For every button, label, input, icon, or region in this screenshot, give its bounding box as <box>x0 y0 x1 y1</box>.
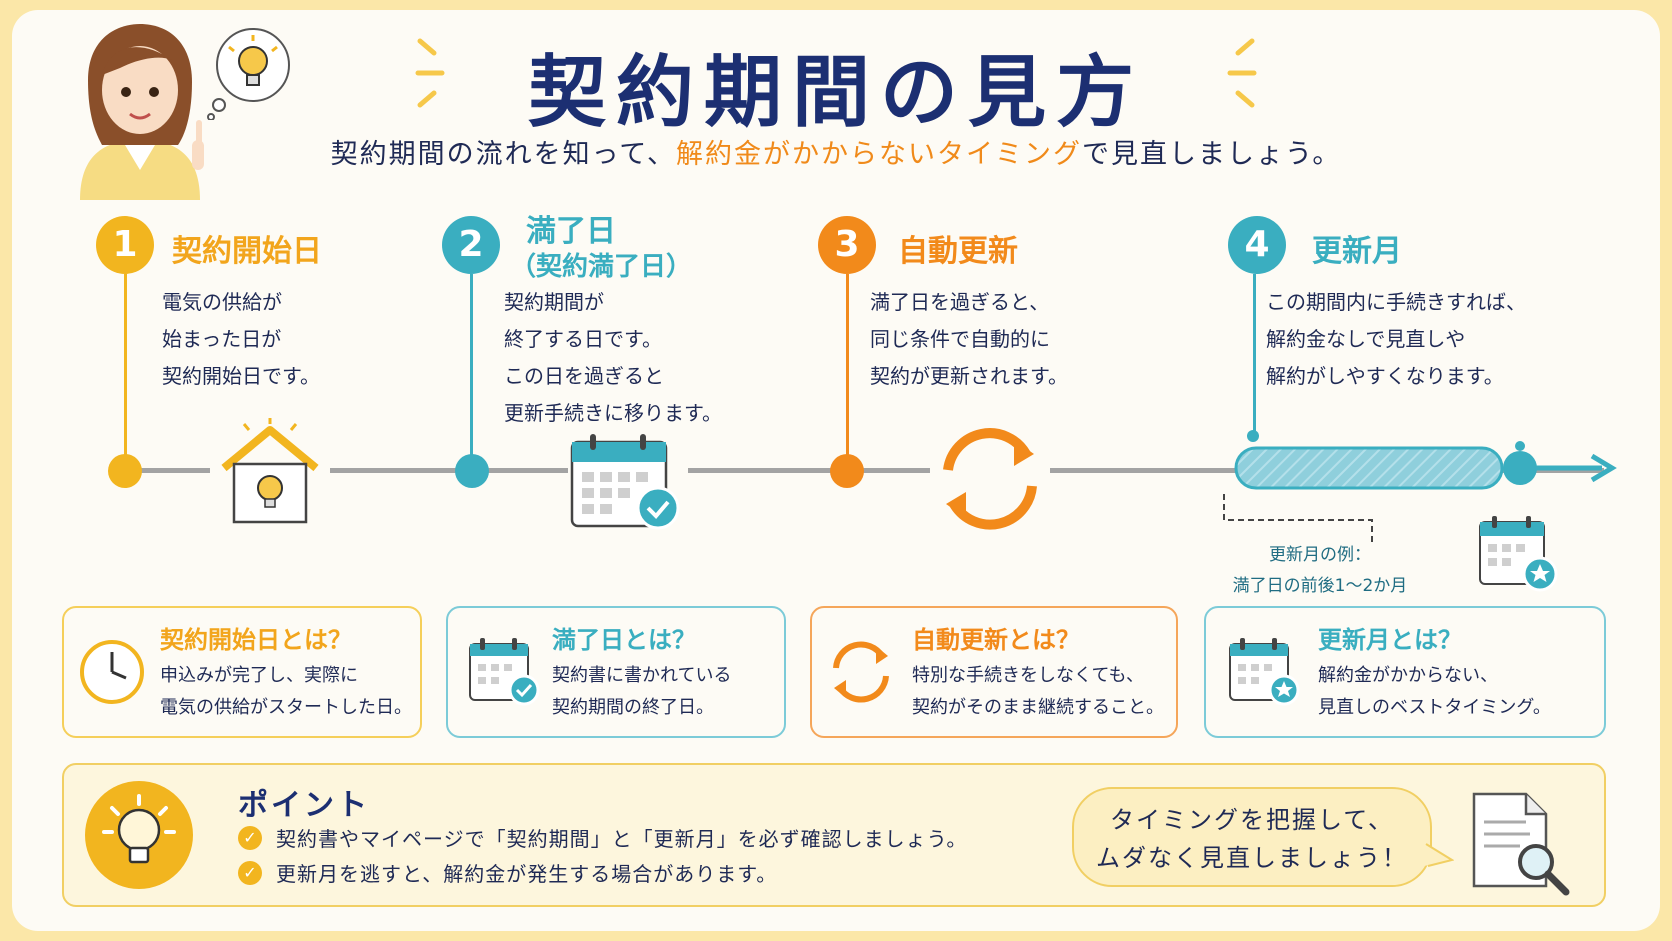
renewal-note: 更新月の例： 満了日の前後1〜2か月 <box>1220 540 1420 602</box>
step-2-subtitle: （契約満了日） <box>510 252 693 282</box>
step-2-line: 契約期間が <box>504 290 604 314</box>
definition-expiry-title: 満了日とは？ <box>552 626 696 654</box>
idea-bubble-icon <box>207 28 290 120</box>
definition-line: 契約期間の終了日。 <box>552 697 714 718</box>
renewal-note-line: 満了日の前後1〜2か月 <box>1232 576 1408 596</box>
definition-renewal-title: 自動更新とは？ <box>912 626 1080 654</box>
calendar-check-icon <box>568 434 688 530</box>
bubble-line: タイミングを把握して、 <box>1109 806 1395 834</box>
subtitle-highlight: 解約金がかからないタイミング <box>675 139 1082 170</box>
step-1-line: 電気の供給が <box>162 290 282 314</box>
subtitle-tail: で見直しましょう。 <box>1081 139 1342 170</box>
check-icon: ✓ <box>238 826 262 850</box>
step-3-line: 同じ条件で自動的に <box>870 327 1050 351</box>
point-item: 更新月を逃すと、解約金が発生する場合があります。 <box>276 862 778 886</box>
step-1-line: 始まった日が <box>162 327 282 351</box>
step-3-line: 満了日を過ぎると、 <box>870 290 1050 314</box>
renewal-bracket <box>1223 494 1373 542</box>
timeline-dot-renewal <box>830 454 864 488</box>
step-4-connector <box>1253 274 1256 434</box>
calendar-star-icon <box>1479 516 1558 592</box>
definition-line: 電気の供給がスタートした日。 <box>160 697 412 718</box>
timeline-dot-expiry <box>455 454 489 488</box>
definition-line: 特別な手続きをしなくても、 <box>912 665 1145 686</box>
step-4-text: この期間内に手続きすれば、 解約金なしで見直しや 解約がしやすくなります。 <box>1266 284 1526 395</box>
refresh-icon <box>833 641 889 703</box>
renewal-note-line: 更新月の例： <box>1269 545 1371 565</box>
bubble-line: ムダなく見直しましょう！ <box>1096 844 1408 872</box>
step-3-title: 自動更新 <box>898 234 1018 269</box>
definition-line: 見直しのベストタイミング。 <box>1318 697 1551 718</box>
step-4-number: 4 <box>1228 216 1286 274</box>
definition-renewal-month-text: 解約金がかからない、 見直しのベストタイミング。 <box>1318 660 1551 724</box>
page-subtitle: 契約期間の流れを知って、解約金がかからないタイミングで見直しましょう。 <box>0 132 1672 171</box>
step-3-line: 契約が更新されます。 <box>870 364 1068 388</box>
step-4-title: 更新月 <box>1312 234 1402 269</box>
step-4-line: この期間内に手続きすれば、 <box>1266 290 1526 314</box>
point-title: ポイント <box>238 788 370 823</box>
renewal-period-bar <box>1234 430 1617 490</box>
step-1-number: 1 <box>96 216 154 274</box>
speech-bubble: タイミングを把握して、 ムダなく見直しましょう！ <box>1072 787 1432 887</box>
definition-line: 契約がそのまま継続すること。 <box>912 697 1164 718</box>
definition-expiry-text: 契約書に書かれている 契約期間の終了日。 <box>552 660 731 724</box>
step-3-connector <box>846 274 849 470</box>
definition-renewal-text: 特別な手続きをしなくても、 契約がそのまま継続すること。 <box>912 660 1164 724</box>
step-4-line: 解約金なしで見直しや <box>1266 327 1466 351</box>
page-title: 契約期間の見方 <box>527 48 1144 138</box>
definition-renewal-month-title: 更新月とは？ <box>1318 626 1462 654</box>
title-sparkle-right-icon <box>1227 38 1257 108</box>
definition-line: 解約金がかからない、 <box>1318 665 1498 686</box>
step-1-line: 契約開始日です。 <box>162 364 320 388</box>
step-3-text: 満了日を過ぎると、 同じ条件で自動的に 契約が更新されます。 <box>870 284 1068 395</box>
definition-line: 契約書に書かれている <box>552 665 732 686</box>
lightbulb-icon <box>85 781 193 889</box>
step-4-line: 解約がしやすくなります。 <box>1266 364 1504 388</box>
step-2-title: 満了日 <box>526 214 616 249</box>
house-bulb-icon <box>210 418 330 524</box>
timeline-dot-start <box>108 454 142 488</box>
definition-renewal-card <box>810 606 1178 738</box>
calendar-star-icon <box>1229 638 1300 706</box>
step-2-line: 更新手続きに移ります。 <box>504 401 722 425</box>
definition-line: 申込みが完了し、実際に <box>160 665 358 686</box>
bubble-tail <box>1424 843 1454 867</box>
definition-start-text: 申込みが完了し、実際に 電気の供給がスタートした日。 <box>160 660 412 724</box>
step-2-line: 終了する日です。 <box>504 327 662 351</box>
clock-icon <box>80 640 144 704</box>
step-1-text: 電気の供給が 始まった日が 契約開始日です。 <box>162 284 320 395</box>
step-2-number: 2 <box>442 216 500 274</box>
step-3-number: 3 <box>818 216 876 274</box>
step-2-line: この日を過ぎると <box>504 364 664 388</box>
step-2-connector <box>470 274 473 470</box>
calendar-check-icon <box>469 638 540 706</box>
point-item: 契約書やマイページで「契約期間」と「更新月」を必ず確認しましょう。 <box>276 827 968 851</box>
step-1-connector <box>124 274 127 470</box>
step-2-text: 契約期間が 終了する日です。 この日を過ぎると 更新手続きに移ります。 <box>504 284 722 432</box>
subtitle-lead: 契約期間の流れを知って、 <box>330 139 676 170</box>
timeline-line <box>124 468 1604 473</box>
step-1-title: 契約開始日 <box>172 234 322 269</box>
guide-character-illustration <box>80 24 204 200</box>
document-search-icon <box>1472 792 1570 896</box>
refresh-icon <box>930 428 1050 530</box>
definition-start-title: 契約開始日とは？ <box>160 626 352 654</box>
check-icon: ✓ <box>238 861 262 885</box>
title-sparkle-left-icon <box>415 38 445 108</box>
